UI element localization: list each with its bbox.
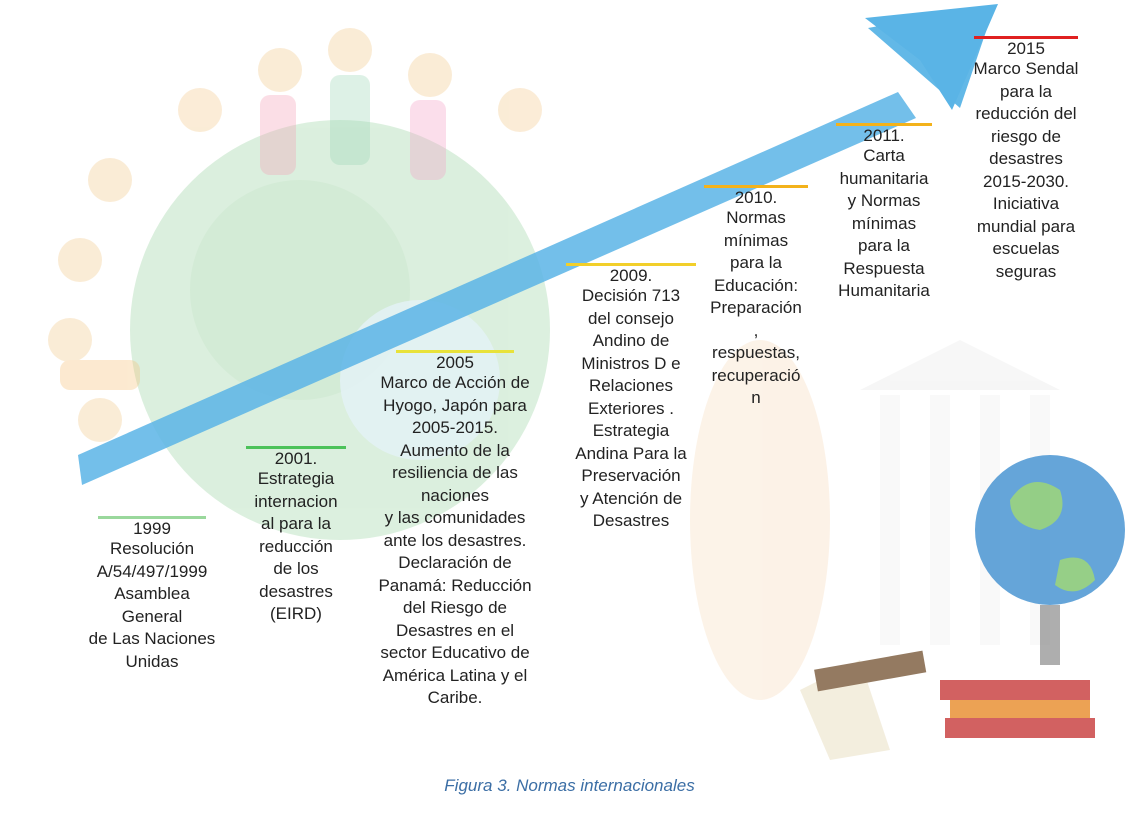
entry-text-2009: Decisión 713 del consejo Andino de Minis… [575,286,687,530]
year-2010: 2010. [704,185,808,207]
entry-text-2005: Marco de Acción de Hyogo, Japón para 200… [378,373,532,707]
year-2011: 2011. [836,123,932,145]
entry-2015: 2015 Marco Sendal para la reducción del … [958,36,1094,283]
children-illustration [48,28,542,442]
entry-2001: 2001. Estrategia internacion al para la … [246,446,346,626]
entry-text-2001: Estrategia internacion al para la reducc… [254,469,338,623]
globe-stand-illustration [800,455,1125,760]
year-2015: 2015 [974,36,1078,58]
entry-2009: 2009. Decisión 713 del consejo Andino de… [560,263,702,533]
year-2009: 2009. [566,263,696,285]
year-1999: 1999 [98,516,206,538]
entry-1999: 1999 Resolución A/54/497/1999 Asamblea G… [86,516,218,673]
entry-text-2015: Marco Sendal para la reducción del riesg… [973,59,1079,281]
figure-caption: Figura 3. Normas internacionales [444,776,695,795]
entry-text-2011: Carta humanitaria y Normas mínimas para … [838,146,930,300]
entry-text-1999: Resolución A/54/497/1999 Asamblea Genera… [88,539,216,671]
entry-text-2010: Normas mínimas para la Educación: Prepar… [710,208,802,407]
year-2001: 2001. [246,446,346,468]
year-2005: 2005 [396,350,514,372]
timeline-arrow [78,4,998,485]
entry-2005: 2005 Marco de Acción de Hyogo, Japón par… [360,350,550,710]
entry-2011: 2011. Carta humanitaria y Normas mínimas… [826,123,942,303]
entry-2010: 2010. Normas mínimas para la Educación: … [700,185,812,410]
